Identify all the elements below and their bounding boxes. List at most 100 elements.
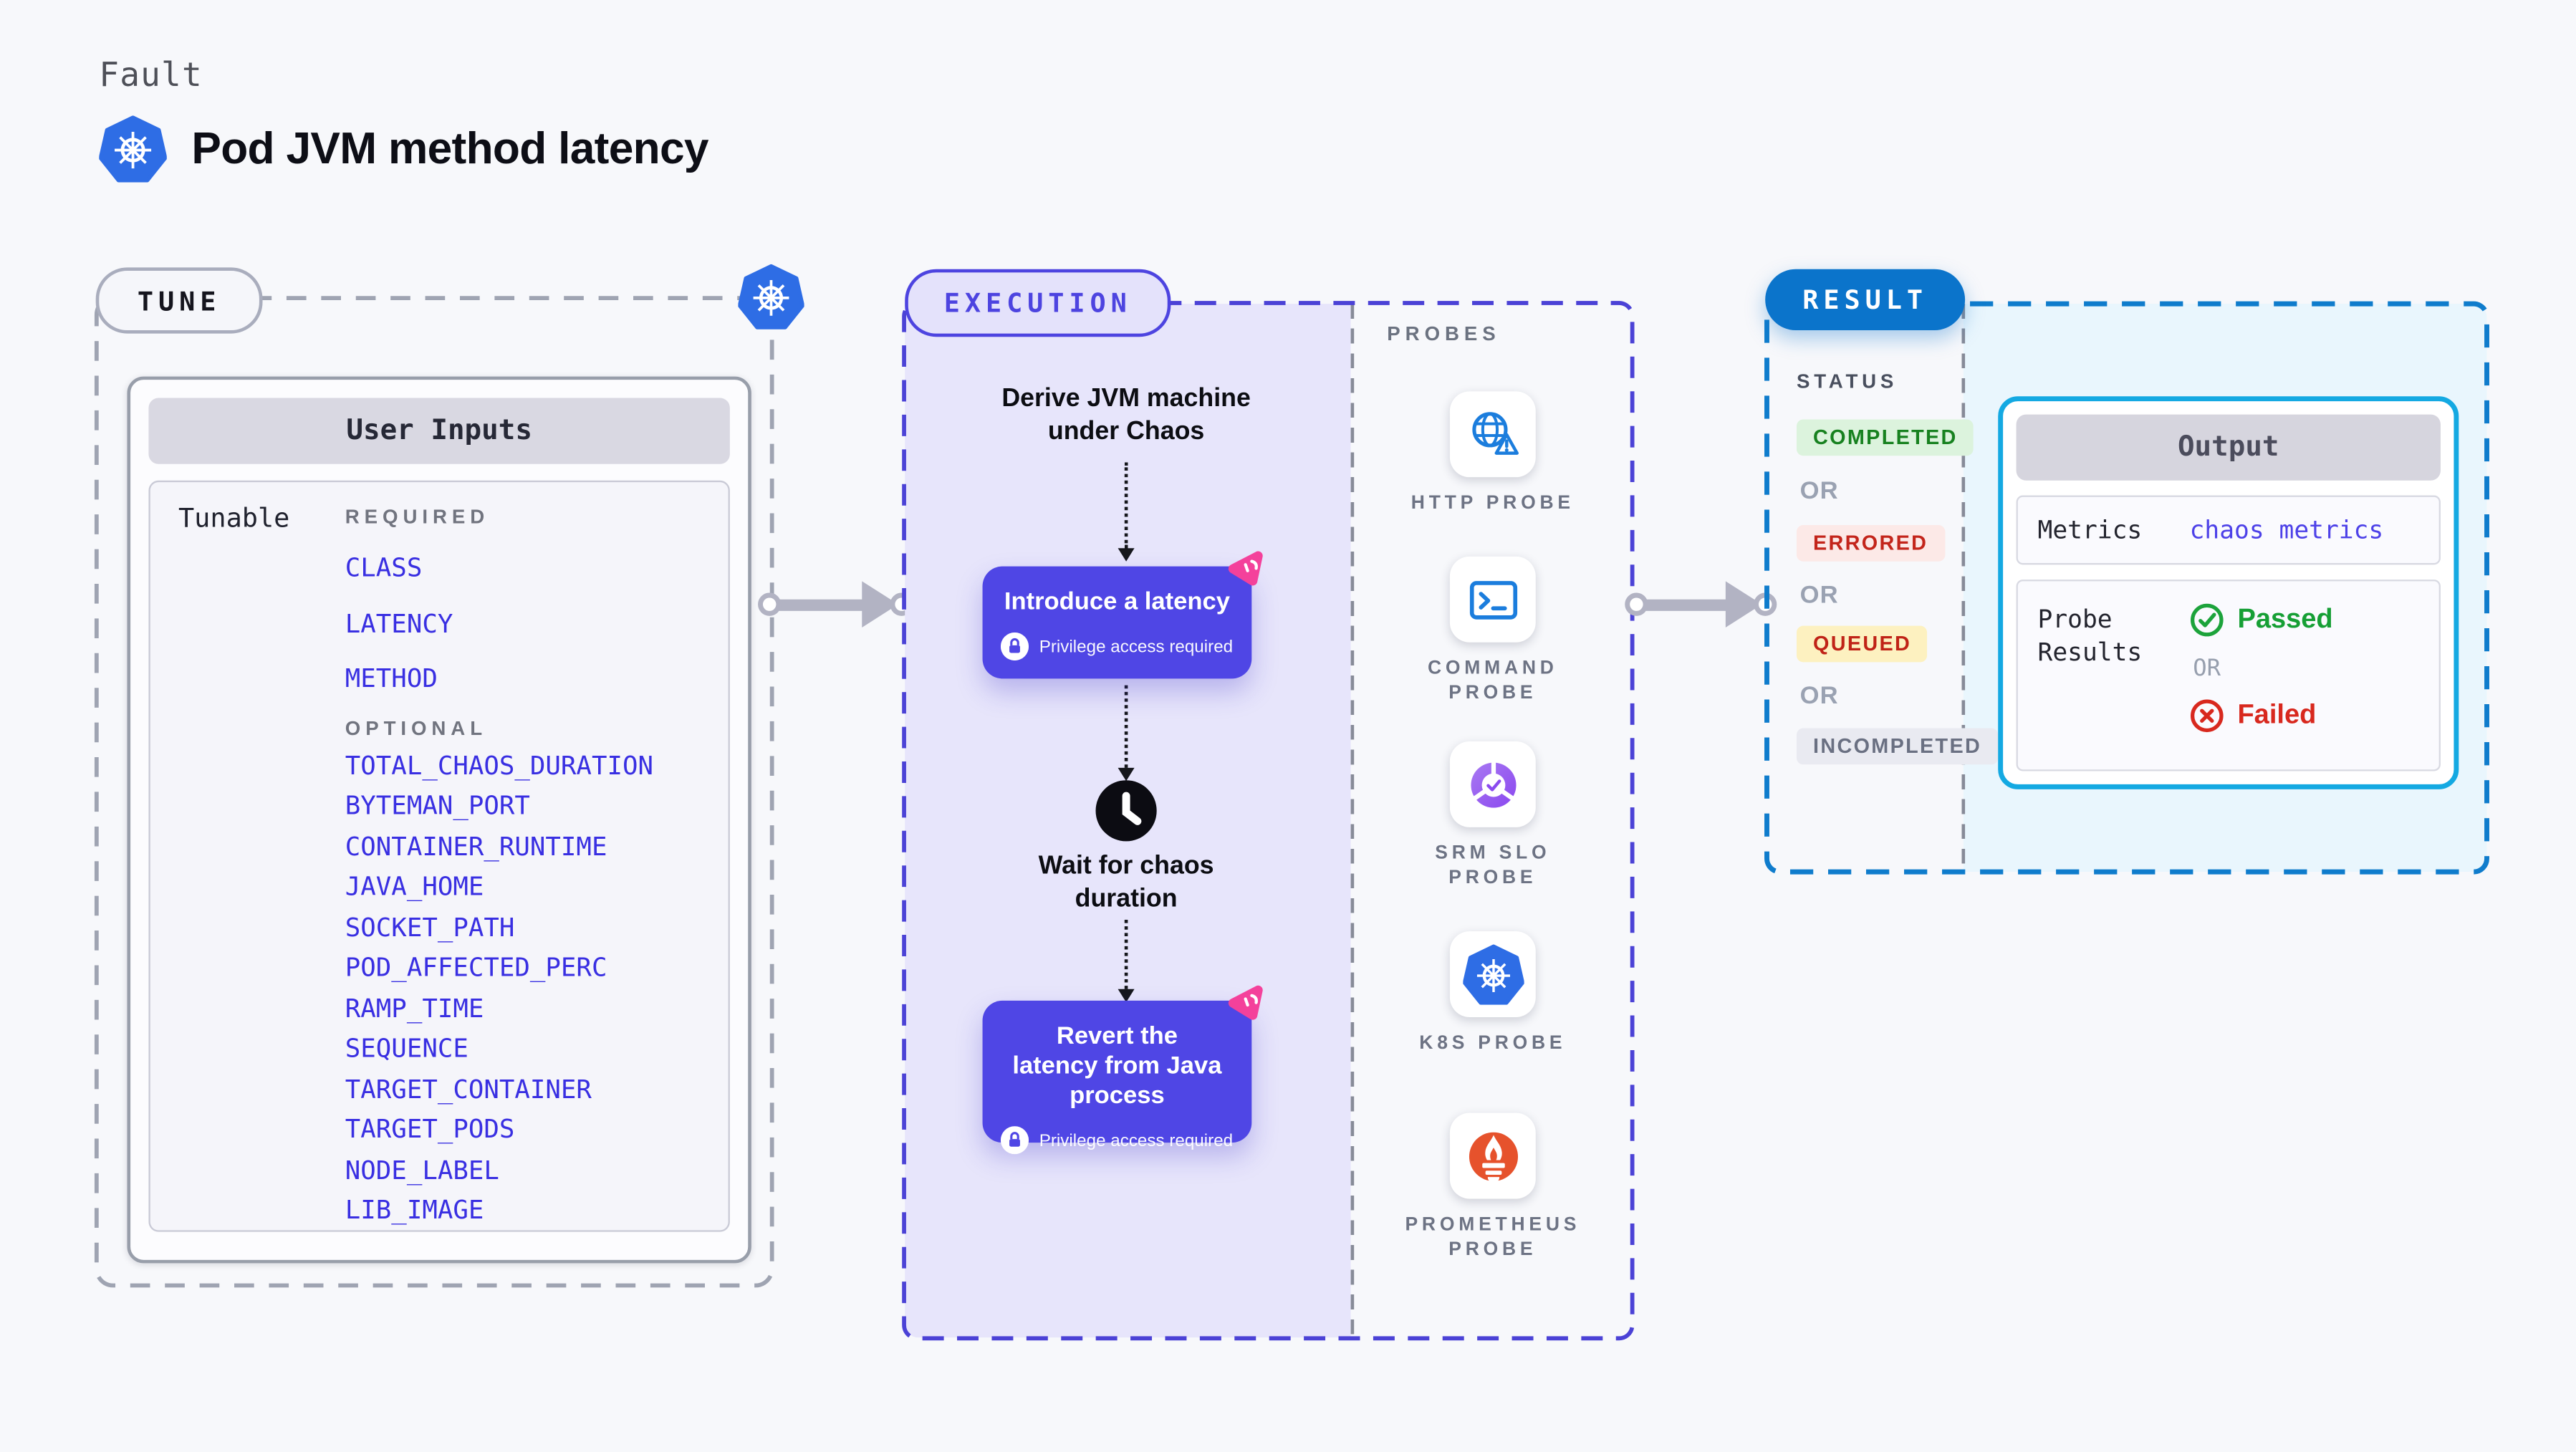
kubernetes-icon xyxy=(738,264,804,330)
tune-to-execution-arrow xyxy=(758,581,913,628)
title-row: Pod JVM method latency xyxy=(99,115,709,183)
execution-section: Derive JVM machine under Chaos Introduce… xyxy=(902,301,1635,1341)
arrow-down-icon xyxy=(1118,989,1135,1003)
step-derive-jvm: Derive JVM machine under Chaos xyxy=(1001,385,1251,446)
tunables-list: REQUIRED CLASS LATENCY METHOD OPTIONAL T… xyxy=(345,502,734,1224)
tunable-row-label: Tunable xyxy=(178,501,290,534)
tune-dashed-border xyxy=(94,296,774,1288)
metrics-value: chaos metrics xyxy=(2189,515,2384,545)
tune-section: User Inputs Tunable REQUIRED CLASS LATEN… xyxy=(94,296,774,1288)
terminal-icon xyxy=(1469,580,1517,619)
arrow-down-icon xyxy=(1118,767,1135,782)
clock-icon xyxy=(1095,780,1157,842)
tunable-item[interactable]: TOTAL_CHAOS_DURATION xyxy=(345,750,654,781)
result-divider xyxy=(1961,304,1966,872)
probe-prometheus: PROMETHEUS PROBE xyxy=(1351,1112,1635,1264)
flow-connector xyxy=(1124,919,1128,989)
slo-donut-check-icon xyxy=(1470,761,1516,807)
output-card: Output Metrics chaos metrics Probe Resul… xyxy=(1998,396,2459,789)
privilege-note: Privilege access required xyxy=(1039,1130,1234,1150)
tunable-item[interactable]: CLASS xyxy=(345,553,423,583)
probe-label: K8S PROBE xyxy=(1419,1034,1567,1054)
execution-to-result-arrow xyxy=(1625,581,1777,628)
probe-results-label: Probe Results xyxy=(2037,604,2143,668)
tunable-item[interactable]: SEQUENCE xyxy=(345,1034,468,1064)
passed-row: Passed xyxy=(2190,602,2333,637)
tunable-item[interactable]: RAMP_TIME xyxy=(345,993,484,1024)
tunable-item[interactable]: BYTEMAN_PORT xyxy=(345,791,530,821)
probe-label: HTTP PROBE xyxy=(1410,494,1575,514)
or-label: OR xyxy=(1799,581,1839,610)
prometheus-flame-icon xyxy=(1468,1131,1517,1183)
status-badge-errored: ERRORED xyxy=(1796,525,1945,562)
tunable-item[interactable]: SOCKET_PATH xyxy=(345,912,515,943)
tunable-item[interactable]: TARGET_CONTAINER xyxy=(345,1074,592,1104)
step-wait-duration: Wait for chaos duration xyxy=(1038,852,1214,913)
arrow-down-icon xyxy=(1118,548,1135,562)
optional-section-label: OPTIONAL xyxy=(345,716,488,739)
tunable-item[interactable]: LIB_IMAGE xyxy=(345,1195,484,1226)
user-inputs-title: User Inputs xyxy=(148,398,730,464)
privilege-row: Privilege access required xyxy=(983,1126,1252,1174)
kubernetes-icon xyxy=(1462,943,1524,1004)
step-title: Introduce a latency xyxy=(1004,587,1230,616)
or-label: OR xyxy=(2193,655,2221,683)
tunable-item[interactable]: NODE_LABEL xyxy=(345,1155,499,1185)
user-inputs-card: User Inputs Tunable REQUIRED CLASS LATEN… xyxy=(127,376,751,1264)
tunable-item[interactable]: POD_AFFECTED_PERC xyxy=(345,953,607,983)
probe-http: HTTP PROBE xyxy=(1351,391,1635,516)
probe-results-values: Passed OR Failed xyxy=(2190,602,2333,733)
probe-label: SRM SLO PROBE xyxy=(1435,843,1551,889)
privilege-row: Privilege access required xyxy=(983,632,1252,681)
output-title: Output xyxy=(2016,414,2441,481)
privilege-note: Privilege access required xyxy=(1039,636,1234,657)
kubernetes-icon xyxy=(99,115,167,183)
fault-eyebrow: Fault xyxy=(99,54,203,95)
probe-card xyxy=(1449,1112,1536,1199)
status-heading: STATUS xyxy=(1796,370,1898,393)
metrics-row: Metrics chaos metrics xyxy=(2016,495,2441,565)
introduce-latency-card: Introduce a latency Privilege access req… xyxy=(982,551,1263,681)
http-globe-warning-icon xyxy=(1471,411,1518,454)
litmus-chaos-icon xyxy=(1228,551,1263,586)
tunable-item[interactable]: LATENCY xyxy=(345,608,453,638)
probe-card xyxy=(1449,741,1536,827)
result-pill: RESULT xyxy=(1765,269,1966,331)
status-badge-queued: QUEUED xyxy=(1796,625,1928,663)
status-badge-incompleted: INCOMPLETED xyxy=(1796,728,1999,765)
probe-results-row: Probe Results Passed OR Failed xyxy=(2016,580,2441,771)
probe-k8s: K8S PROBE xyxy=(1351,931,1635,1057)
probe-label: COMMAND PROBE xyxy=(1427,658,1558,703)
optional-items: TOTAL_CHAOS_DURATION BYTEMAN_PORT CONTAI… xyxy=(345,752,734,1224)
result-dashed-border xyxy=(1764,301,2489,875)
or-label: OR xyxy=(1799,682,1839,711)
execution-pill: EXECUTION xyxy=(905,269,1171,337)
result-section: STATUS COMPLETED OR ERRORED OR QUEUED OR… xyxy=(1764,301,2490,875)
step-title: Revert the latency from Java process xyxy=(1012,1021,1222,1110)
tunable-item[interactable]: JAVA_HOME xyxy=(345,872,484,902)
failed-label: Failed xyxy=(2237,700,2317,730)
lock-icon xyxy=(1001,632,1029,661)
probe-label: PROMETHEUS PROBE xyxy=(1405,1215,1581,1260)
execution-probes-divider xyxy=(1350,304,1355,1338)
page-title: Pod JVM method latency xyxy=(191,123,708,174)
or-label: OR xyxy=(1799,477,1839,506)
tunables-panel: Tunable REQUIRED CLASS LATENCY METHOD OP… xyxy=(148,480,730,1232)
revert-latency-card: Revert the latency from Java process Pri… xyxy=(982,985,1263,1155)
flow-connector xyxy=(1124,685,1128,768)
probes-heading: PROBES xyxy=(1387,322,1501,345)
probe-card xyxy=(1449,391,1536,478)
status-badge-completed: COMPLETED xyxy=(1796,419,1974,456)
required-items: CLASS LATENCY METHOD xyxy=(345,555,734,693)
probe-card xyxy=(1449,931,1536,1017)
tune-pill: TUNE xyxy=(95,267,263,334)
passed-label: Passed xyxy=(2237,604,2333,635)
probe-card xyxy=(1449,556,1536,643)
x-circle-icon xyxy=(2191,699,2224,733)
tunable-item[interactable]: TARGET_PODS xyxy=(345,1114,515,1145)
execution-dashed-border xyxy=(902,301,1635,1341)
tunable-item[interactable]: METHOD xyxy=(345,663,438,694)
tunable-item[interactable]: CONTAINER_RUNTIME xyxy=(345,831,607,862)
failed-row: Failed xyxy=(2190,698,2333,733)
